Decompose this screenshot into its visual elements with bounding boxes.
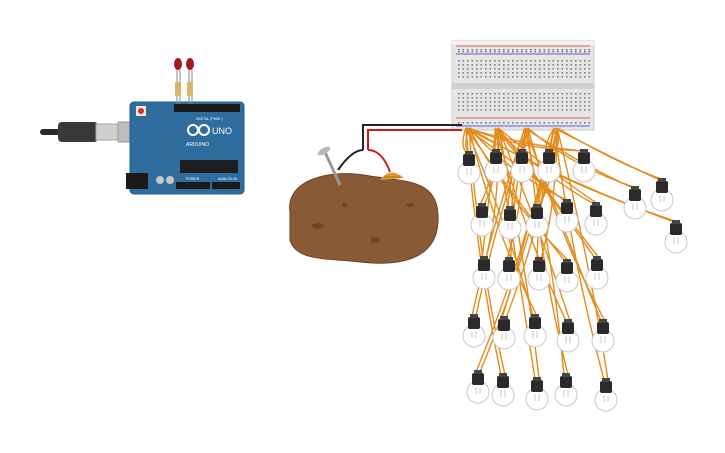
power-wires[interactable] bbox=[337, 124, 462, 173]
arduino-uno-board[interactable]: UNO ARDUINO DIGITAL (PWM~) POWER ANALOG … bbox=[126, 101, 245, 195]
light-bulb[interactable] bbox=[584, 202, 608, 236]
light-bulb[interactable] bbox=[462, 314, 486, 348]
copper-electrode[interactable] bbox=[380, 172, 404, 180]
led-1[interactable] bbox=[174, 58, 182, 70]
light-bulb[interactable] bbox=[572, 149, 596, 183]
light-bulb[interactable] bbox=[555, 199, 579, 233]
light-bulb[interactable] bbox=[525, 377, 549, 411]
light-bulb[interactable] bbox=[650, 178, 674, 212]
light-bulb[interactable] bbox=[664, 220, 688, 254]
breadboard[interactable] bbox=[451, 40, 595, 131]
nail-electrode[interactable] bbox=[316, 145, 342, 186]
microcontroller-chip bbox=[180, 160, 238, 173]
led-2[interactable] bbox=[186, 58, 194, 70]
light-bulb[interactable] bbox=[510, 149, 534, 183]
light-bulb[interactable] bbox=[457, 151, 481, 185]
light-bulb[interactable] bbox=[491, 373, 515, 407]
light-bulb[interactable] bbox=[555, 259, 579, 293]
power-jack bbox=[126, 173, 148, 189]
light-bulb[interactable] bbox=[527, 257, 551, 291]
light-bulb[interactable] bbox=[556, 319, 580, 353]
light-bulb[interactable] bbox=[585, 256, 609, 290]
digital-header-label: DIGITAL (PWM~) bbox=[196, 117, 223, 121]
light-bulb[interactable] bbox=[466, 370, 490, 404]
light-bulb[interactable] bbox=[498, 206, 522, 240]
board-model-label: UNO bbox=[212, 126, 232, 136]
arduino-logo-icon bbox=[187, 124, 210, 136]
light-bulb[interactable] bbox=[623, 186, 647, 220]
light-bulb[interactable] bbox=[523, 314, 547, 348]
light-bulbs[interactable] bbox=[457, 149, 688, 412]
led-group[interactable] bbox=[174, 58, 194, 104]
breadboard-holes bbox=[458, 49, 591, 124]
potato-battery[interactable] bbox=[289, 145, 439, 264]
light-bulb[interactable] bbox=[525, 204, 549, 238]
board-brand-label: ARDUINO bbox=[186, 142, 209, 148]
light-bulb[interactable] bbox=[472, 256, 496, 290]
light-bulb[interactable] bbox=[537, 149, 561, 183]
light-bulb[interactable] bbox=[591, 319, 615, 353]
light-bulb[interactable] bbox=[497, 257, 521, 291]
power-header-label: POWER bbox=[186, 177, 200, 181]
light-bulb[interactable] bbox=[594, 378, 618, 412]
light-bulb[interactable] bbox=[554, 373, 578, 407]
usb-cable[interactable] bbox=[40, 121, 137, 143]
analog-header-label: ANALOG IN bbox=[218, 177, 238, 181]
light-bulb[interactable] bbox=[484, 149, 508, 183]
resistor-2[interactable] bbox=[187, 82, 193, 96]
light-bulb[interactable] bbox=[492, 316, 516, 350]
resistor-1[interactable] bbox=[175, 82, 181, 96]
light-bulb[interactable] bbox=[470, 203, 494, 237]
